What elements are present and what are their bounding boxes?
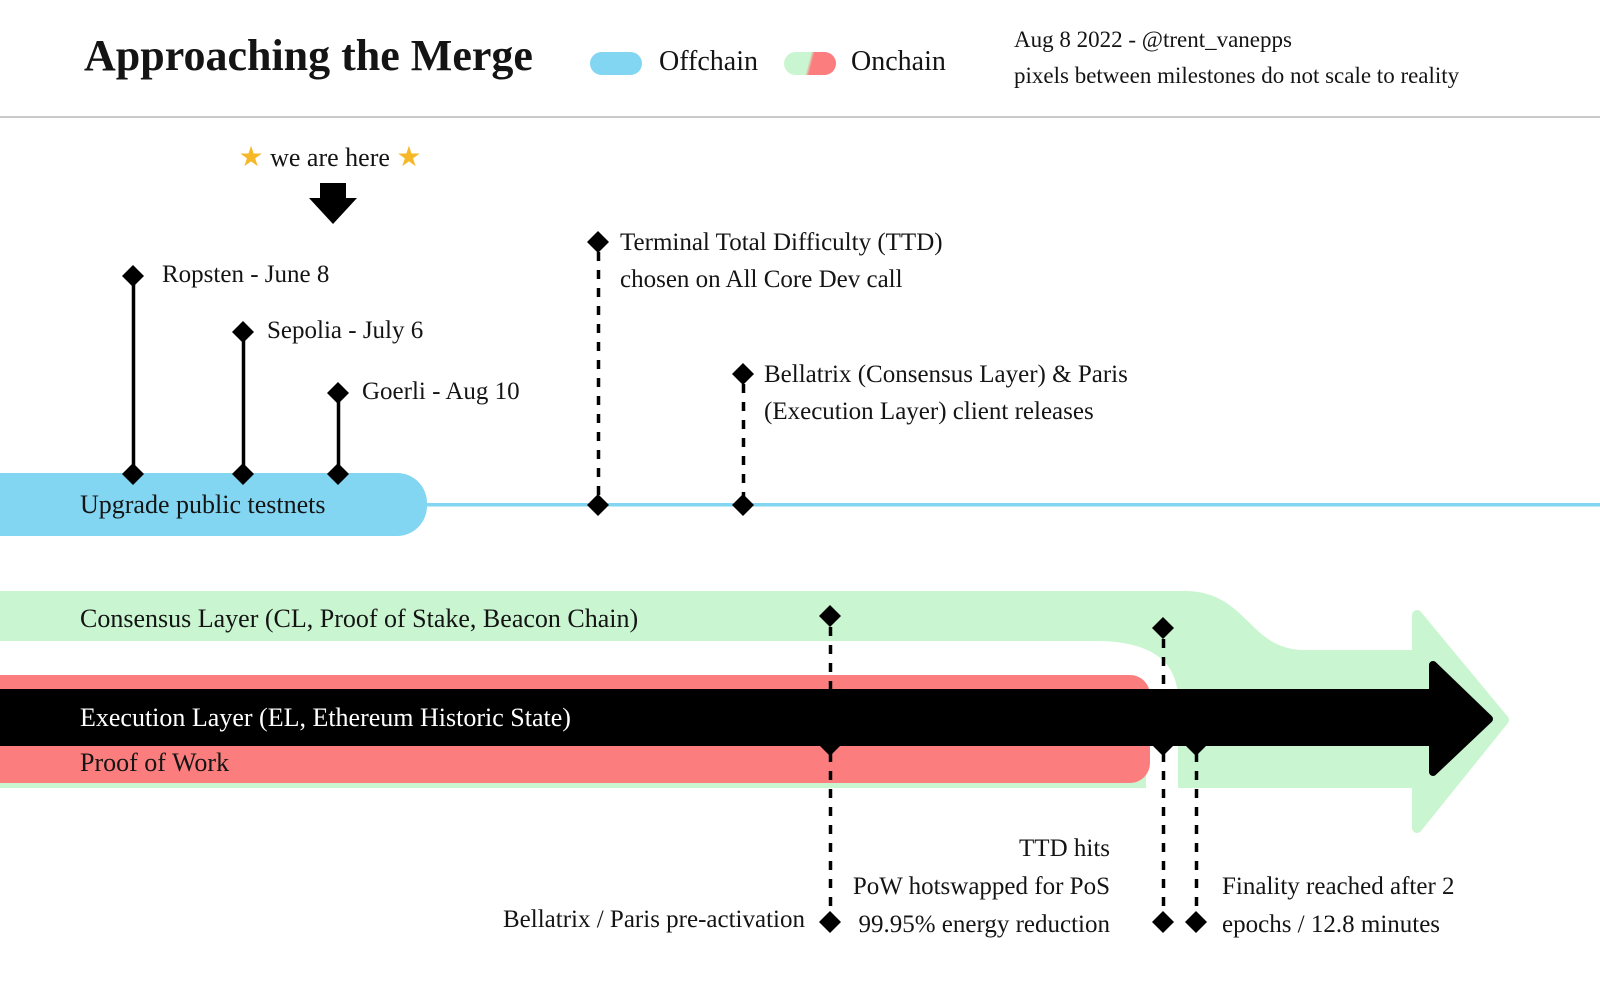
consensus-track-label: Consensus Layer (CL, Proof of Stake, Bea… [80,604,639,633]
annotation-line: (Execution Layer) client releases [764,398,1094,425]
execution-track-label: Execution Layer (EL, Ethereum Historic S… [80,703,571,732]
annotation-line: chosen on All Core Dev call [620,266,903,293]
diamond-goerli-top [327,382,349,404]
annotation-line: Finality reached after 2 [1222,873,1455,900]
diamond-client-releases-top [732,363,754,385]
onchain-legend-label: Onchain [851,46,946,77]
page-title: Approaching the Merge [84,31,533,80]
annotation-client-releases: Bellatrix (Consensus Layer) & Paris (Exe… [764,356,1128,430]
annotation-line: Terminal Total Difficulty (TTD) [620,229,943,256]
we-are-here-text: we are here [270,143,390,172]
diamond-ttd-chosen-top [587,231,609,253]
we-are-here-label: ★ we are here ★ [210,140,450,174]
annotation-preactivation: Bellatrix / Paris pre-activation [503,906,805,933]
diamond-client-releases-line [732,494,754,516]
star-icon: ★ [238,142,264,173]
offchain-track-label: Upgrade public testnets [80,490,326,519]
annotation-line: TTD hits [1019,835,1110,862]
annotation-ttd-hits: TTD hits PoW hotswapped for PoS 99.95% e… [700,830,1110,944]
diamond-ttdhits-bottom [1152,911,1174,933]
milestone-label-ropsten: Ropsten - June 8 [162,261,330,288]
diamond-ttd-chosen-line [587,494,609,516]
pow-track-label: Proof of Work [80,748,230,777]
star-icon: ★ [396,142,422,173]
annotation-line: PoW hotswapped for PoS [852,873,1110,900]
milestone-label-sepolia: Sepolia - July 6 [267,317,424,344]
annotation-line: epochs / 12.8 minutes [1222,911,1441,938]
annotation-line: Bellatrix (Consensus Layer) & Paris [764,361,1128,388]
channel-gap [0,641,1178,845]
diamond-finality-bottom [1185,911,1207,933]
annotation-finality: Finality reached after 2 epochs / 12.8 m… [1222,868,1455,944]
diamond-sepolia-top [232,321,254,343]
offchain-legend-swatch [590,52,642,75]
milestone-label-goerli: Goerli - Aug 10 [362,378,520,405]
offchain-legend-label: Offchain [659,46,758,77]
down-arrow-icon [309,183,357,224]
execution-arrow [0,661,1493,776]
offchain-track-line [427,503,1600,507]
onchain-legend-swatch [784,52,836,75]
offchain-track-bar [0,473,427,536]
diamond-ropsten-top [122,265,144,287]
annotation-ttd-chosen: Terminal Total Difficulty (TTD) chosen o… [620,224,943,298]
credit-author: Aug 8 2022 - @trent_vanepps [1014,27,1292,52]
credit-disclaimer: pixels between milestones do not scale t… [1014,63,1460,88]
header: Approaching the Merge Offchain Onchain A… [0,0,1600,118]
annotation-line: 99.95% energy reduction [858,911,1110,938]
credit-note: Aug 8 2022 - @trent_vanepps pixels betwe… [1014,22,1459,94]
